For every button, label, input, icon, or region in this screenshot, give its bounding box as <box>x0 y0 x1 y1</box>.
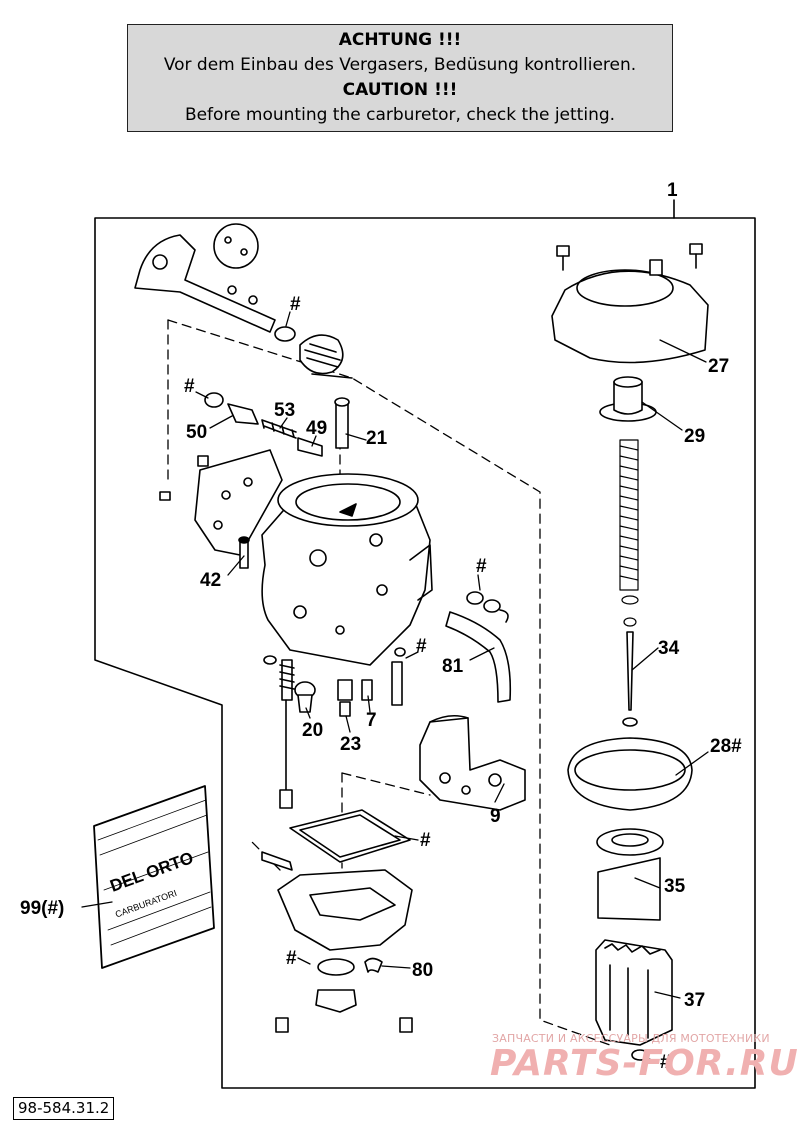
diaphragm-28 <box>567 737 693 811</box>
slide-plate-35 <box>596 828 664 921</box>
label-part-7: 7 <box>366 710 377 731</box>
leader-lines <box>81 311 709 1063</box>
jets-and-needles <box>263 647 406 809</box>
part-labels: 1 27 29 34 28# 35 37 # # # 50 53 49 21 4… <box>20 180 742 1073</box>
idle-adjust-screws <box>204 392 350 457</box>
caution-notice: ACHTUNG !!! Vor dem Einbau des Vergasers… <box>127 24 673 132</box>
jet-needle-34 <box>622 631 638 727</box>
watermark-logo: PARTS-FOR.RU <box>490 1043 799 1084</box>
jet-kit-package <box>93 785 215 969</box>
label-part-23: 23 <box>340 734 361 755</box>
housing-37 <box>595 939 673 1061</box>
document-id: 98-584.31.2 <box>13 1097 115 1120</box>
label-part-80: 80 <box>412 960 433 981</box>
label-hash-top: # <box>290 294 301 315</box>
hose-81 <box>445 591 512 703</box>
label-hash-7: # <box>416 636 427 657</box>
cap-29 <box>599 376 657 422</box>
label-part-9: 9 <box>490 806 501 827</box>
label-part-21: 21 <box>366 428 388 449</box>
choke-plunger-assembly <box>134 223 353 379</box>
label-part-81: 81 <box>442 656 464 677</box>
notice-heading-english: CAUTION !!! <box>342 80 458 100</box>
label-hash-gasket: # <box>420 830 431 851</box>
label-hash-50: # <box>184 376 195 397</box>
label-part-37: 37 <box>684 990 705 1011</box>
top-cover-27 <box>551 243 709 364</box>
label-part-35: 35 <box>664 876 686 897</box>
notice-text-english: Before mounting the carburetor, check th… <box>184 105 616 125</box>
notice-text-german: Vor dem Einbau des Vergasers, Bedüsung k… <box>163 55 637 75</box>
notice-heading-german: ACHTUNG !!! <box>338 30 462 50</box>
label-part-20: 20 <box>302 720 323 741</box>
label-part-42: 42 <box>200 570 221 591</box>
label-assembly-1: 1 <box>667 180 678 201</box>
label-hash-81: # <box>476 556 487 577</box>
label-hash-oring: # <box>286 948 297 969</box>
float-bowl <box>261 809 413 1033</box>
label-hash-37: # <box>660 1052 671 1073</box>
throttle-bracket-9 <box>419 714 526 811</box>
label-part-99: 99(#) <box>20 898 64 919</box>
label-part-27: 27 <box>708 356 729 377</box>
label-part-29: 29 <box>684 426 705 447</box>
carburetor-body <box>159 449 433 666</box>
label-part-34: 34 <box>658 638 680 659</box>
label-part-28: 28# <box>710 736 742 757</box>
label-part-50: 50 <box>186 422 207 443</box>
label-part-49: 49 <box>306 418 327 439</box>
assembly-frame <box>94 217 756 1089</box>
watermark-tagline: ЗАПЧАСТИ И АКСЕССУАРЫ ДЛЯ МОТОТЕХНИКИ <box>492 1032 770 1045</box>
label-part-53: 53 <box>274 400 295 421</box>
slide-spring <box>619 439 639 627</box>
